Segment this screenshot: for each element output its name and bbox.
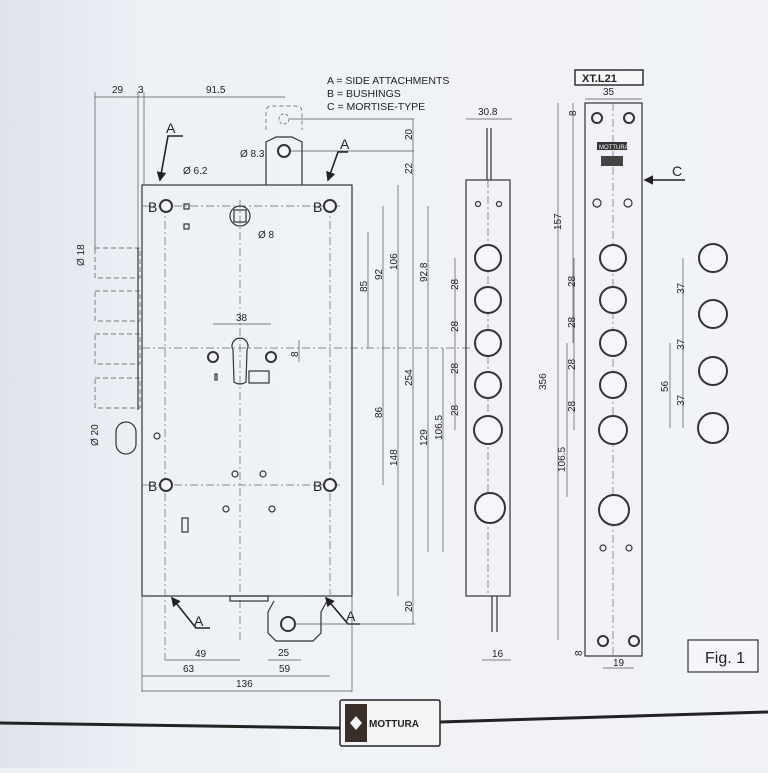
dim-29: 29 <box>112 85 124 96</box>
dim-136: 136 <box>236 679 253 690</box>
dim-28: 28 <box>450 320 461 332</box>
footer-rule <box>439 710 768 724</box>
dim-8-bottom: 8 <box>574 650 585 656</box>
deadbolts: Ø 18 Ø 20 <box>76 244 141 455</box>
dim-92-8: 92.8 <box>419 262 430 282</box>
dim-35: 35 <box>603 87 615 98</box>
dim-25: 25 <box>278 648 290 659</box>
dim-20-bottom: 20 <box>404 600 415 612</box>
marker-a: A <box>194 613 204 629</box>
dim-28: 28 <box>567 316 578 328</box>
dim-28: 28 <box>567 400 578 412</box>
dim-106: 106 <box>389 253 400 270</box>
legend: A = SIDE ATTACHMENTS B = BUSHINGS C = MO… <box>327 75 449 113</box>
side-attachment-markers: A A A A <box>156 120 360 629</box>
marker-b: B <box>313 199 322 215</box>
dim-63: 63 <box>183 664 195 675</box>
dim-37: 37 <box>676 338 687 350</box>
footer-rule <box>0 721 341 730</box>
marker-b: B <box>313 478 322 494</box>
dim-28: 28 <box>450 404 461 416</box>
dim-59: 59 <box>279 664 291 675</box>
dim-20-top: 20 <box>404 128 415 140</box>
dim-106-5-strip: 106.5 <box>557 447 568 472</box>
marker-c: C <box>672 163 682 179</box>
dim-19: 19 <box>613 658 625 669</box>
dim-157: 157 <box>553 213 564 230</box>
marker-b: B <box>148 478 157 494</box>
strip-brand-plate: MOTTURA <box>599 145 629 151</box>
dim-86: 86 <box>374 406 385 418</box>
dim-148: 148 <box>389 449 400 466</box>
lock-body: B B B B Ø 8 38 8 <box>141 184 470 660</box>
dim-8-top: 8 <box>568 110 579 116</box>
legend-c: C = MORTISE-TYPE <box>327 101 425 113</box>
dim-22: 22 <box>404 162 415 174</box>
marker-a: A <box>340 136 350 152</box>
dim-254: 254 <box>404 369 415 386</box>
dim-49: 49 <box>195 649 207 660</box>
marker-a: A <box>166 120 176 136</box>
dim-38: 38 <box>236 313 248 324</box>
mottura-logo: MOTTURA <box>339 699 441 747</box>
dim-diameter-18: Ø 18 <box>76 244 87 266</box>
dim-28: 28 <box>450 362 461 374</box>
dim-diameter-8: Ø 8 <box>258 230 275 241</box>
dim-92: 92 <box>374 268 385 280</box>
bushing-icon <box>159 478 173 492</box>
side-view: 30.8 28 28 28 28 16 <box>450 107 512 661</box>
vertical-dimensions: 85 92 106 92.8 254 86 148 129 106.5 <box>359 185 445 596</box>
strip-model-label: XT.L21 <box>582 73 617 85</box>
dim-28: 28 <box>567 275 578 287</box>
dim-diameter-20: Ø 20 <box>90 424 101 446</box>
dim-85: 85 <box>359 280 370 292</box>
figure-label: Fig. 1 <box>705 650 745 667</box>
dim-37: 37 <box>676 282 687 294</box>
bushing-icon <box>323 478 337 492</box>
dim-8-cylinder: 8 <box>290 351 301 357</box>
bottom-dimensions: 49 25 63 59 136 <box>141 596 353 692</box>
dim-91-5: 91.5 <box>206 85 226 96</box>
bottom-bracket: 20 <box>229 595 415 642</box>
top-bracket: 20 22 Ø 8.3 Ø 6.2 <box>183 105 415 185</box>
dim-3: 3 <box>138 85 144 96</box>
dim-106-5-side: 106.5 <box>434 415 445 440</box>
dim-diameter-8-3: Ø 8.3 <box>240 149 265 160</box>
dim-356: 356 <box>538 373 549 390</box>
dim-28: 28 <box>450 278 461 290</box>
dim-30-8: 30.8 <box>478 107 498 118</box>
dim-diameter-6-2: Ø 6.2 <box>183 166 208 177</box>
dim-37: 37 <box>676 394 687 406</box>
strike-strip: XT.L21 35 MOTTURA C 157 356 28 28 28 28 … <box>538 69 685 669</box>
logo-text: MOTTURA <box>369 719 419 730</box>
bushing-icon <box>323 199 337 213</box>
bushing-icon <box>159 199 173 213</box>
bracket-hole-icon <box>277 144 291 158</box>
top-dimensions: 29 3 91.5 <box>94 85 285 250</box>
latch <box>115 421 137 455</box>
legend-a: A = SIDE ATTACHMENTS <box>327 75 449 87</box>
marker-a: A <box>346 608 356 624</box>
dim-56: 56 <box>660 380 671 392</box>
cylinder-cutout <box>231 337 249 385</box>
bushing-spacing-view: 37 37 37 56 <box>660 243 729 444</box>
marker-b: B <box>148 199 157 215</box>
legend-b: B = BUSHINGS <box>327 88 401 100</box>
dim-28: 28 <box>567 358 578 370</box>
dim-129: 129 <box>419 429 430 446</box>
dim-16: 16 <box>492 649 504 660</box>
